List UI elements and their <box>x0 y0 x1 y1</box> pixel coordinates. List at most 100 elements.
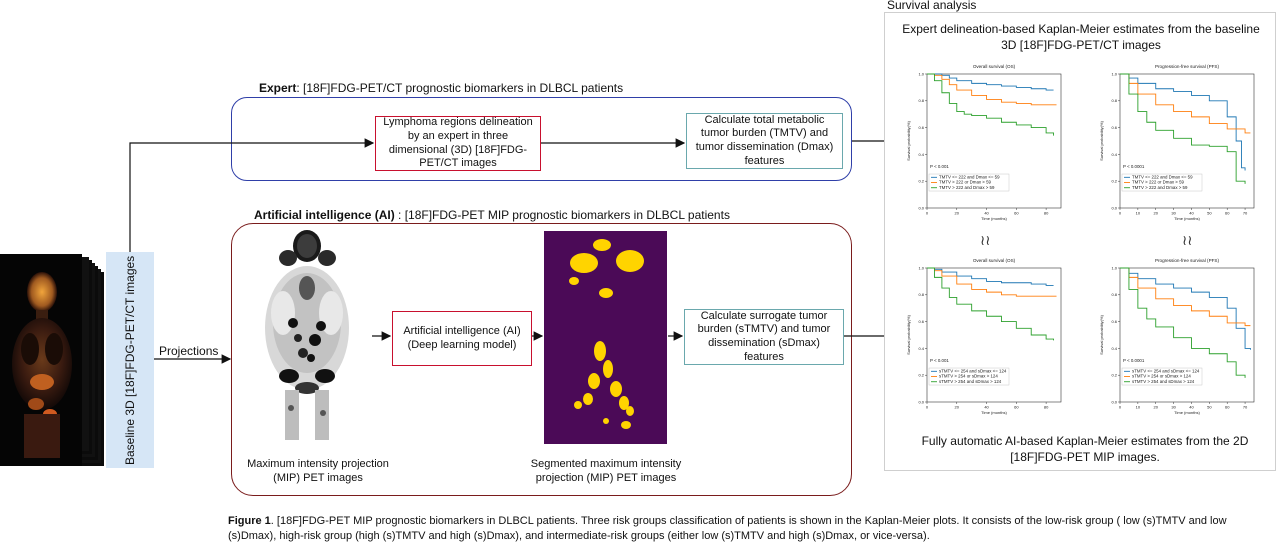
km-legend-label: TMTV > 222 and Dmax > 59 <box>939 185 995 190</box>
km-xtick-label: 50 <box>1207 405 1212 410</box>
km-ytick-label: 0.0 <box>918 399 924 404</box>
km-break-left: ≀≀ <box>980 232 991 248</box>
km-series-line <box>1120 267 1251 350</box>
km-xtick-label: 20 <box>1154 405 1159 410</box>
km-pvalue: P < 0.001 <box>930 164 949 169</box>
km-series-line <box>1120 73 1246 184</box>
km-ytick-label: 0.2 <box>1111 373 1117 378</box>
ai-title-rest: : [18F]FDG-PET MIP prognostic biomarkers… <box>394 208 730 222</box>
km-ytick-label: 0.8 <box>918 98 924 103</box>
km-xtick-label: 0 <box>1119 211 1122 216</box>
km-ytick-label: 1.0 <box>918 71 924 76</box>
km-xtick-label: 10 <box>1136 405 1141 410</box>
km-xtick-label: 40 <box>984 405 989 410</box>
km-xtick-label: 0 <box>926 405 929 410</box>
expert-pipeline-title: Expert: [18F]FDG-PET/CT prognostic bioma… <box>259 81 623 95</box>
km-xtick-label: 60 <box>1225 405 1230 410</box>
km-title: Progression-free survival (PFS) <box>1155 64 1220 69</box>
km-xtick-label: 40 <box>984 211 989 216</box>
km-legend-label: TMTV > 222 or Dmax > 59 <box>1132 180 1185 185</box>
segmented-mip-image <box>544 231 667 444</box>
ct-stack-graphic <box>0 254 104 466</box>
km-ytick-label: 0.6 <box>1111 319 1117 324</box>
km-legend-box <box>1121 173 1203 192</box>
expert-title-rest: : [18F]FDG-PET/CT prognostic biomarkers … <box>296 81 624 95</box>
segmented-caption: Segmented maximum intensity projection (… <box>530 458 682 485</box>
km-xtick-label: 30 <box>1171 211 1176 216</box>
km-ylabel: Survival probability(%) <box>1099 314 1104 354</box>
km-legend-label: sTMTV <= 254 and sDmax <= 124 <box>939 369 1007 374</box>
km-ytick-label: 0.8 <box>1111 98 1117 103</box>
km-xtick-label: 10 <box>1136 211 1141 216</box>
km-pfs-ai: Progression-free survival (PFS) 0.0 0.2 0.4… <box>1088 254 1263 427</box>
km-axes-frame <box>1119 267 1255 403</box>
km-xlabel: Time (months) <box>1174 410 1200 415</box>
km-xtick-label: 40 <box>1189 211 1194 216</box>
survival-header: Survival analysis <box>887 0 977 12</box>
km-series-line <box>927 73 1055 136</box>
survival-panel <box>884 12 1276 471</box>
km-ytick-label: 0.6 <box>1111 125 1117 130</box>
ai-pipeline-title: Artificial intelligence (AI) : [18F]FDG-… <box>254 208 730 222</box>
mip-pet-image <box>253 228 361 448</box>
segmented-graphic <box>569 239 644 429</box>
km-legend-box <box>928 173 1010 192</box>
km-legend-label: sTMTV > 254 and sDmax > 124 <box>939 379 1002 384</box>
km-series-line <box>1120 73 1251 134</box>
km-pvalue: P < 0.0001 <box>1123 358 1145 363</box>
km-series-line <box>1120 267 1246 378</box>
km-ytick-label: 0.0 <box>918 205 924 210</box>
km-ytick-label: 0.4 <box>918 346 924 351</box>
km-legend-label: sTMTV > 254 and sDmax > 124 <box>1132 379 1195 384</box>
km-series-line <box>927 267 1054 286</box>
ct-image-stack <box>0 254 110 468</box>
km-ytick-label: 0.4 <box>918 152 924 157</box>
km-xtick-label: 20 <box>1154 211 1159 216</box>
km-xtick-label: 70 <box>1243 405 1248 410</box>
expert-feature-box: Calculate total metabolic tumor burden (… <box>686 113 843 169</box>
km-legend-label: sTMTV > 254 or sDmax > 124 <box>939 374 998 379</box>
km-os-ai-plot: Overall survival (OS)0.00.20.40.60.81.00… <box>906 258 1062 415</box>
km-xtick-label: 30 <box>1171 405 1176 410</box>
km-pfs-ai-plot: Progression-free survival (PFS) 0.0 0.2 0.4… <box>1099 258 1255 415</box>
km-break-right: ≀≀ <box>1182 232 1193 248</box>
km-xtick-label: 70 <box>1243 211 1248 216</box>
km-series-line <box>927 73 1054 91</box>
km-series-line <box>927 267 1057 297</box>
km-ylabel: Survival probability(%) <box>1099 120 1104 160</box>
ai-model-box: Artificial intelligence (AI) (Deep learn… <box>392 311 532 366</box>
km-ytick-label: 0.6 <box>918 319 924 324</box>
km-ytick-label: 1.0 <box>918 265 924 270</box>
figure-caption-text: . [18F]FDG-PET MIP prognostic biomarkers… <box>228 515 1227 542</box>
km-legend-box <box>1121 367 1203 386</box>
km-axes-frame <box>926 73 1062 209</box>
km-ytick-label: 0.4 <box>1111 346 1117 351</box>
km-pvalue: P < 0.0001 <box>1123 164 1145 169</box>
km-series-line <box>927 267 1055 341</box>
km-xtick-label: 0 <box>926 211 929 216</box>
km-top-caption: Expert delineation-based Kaplan-Meier es… <box>902 22 1260 52</box>
km-legend-label: TMTV > 222 and Dmax > 59 <box>1132 185 1188 190</box>
km-ytick-label: 0.8 <box>918 292 924 297</box>
km-ylabel: Survival probability(%) <box>906 120 911 160</box>
km-legend-label: TMTV <= 222 and Dmax <= 59 <box>1132 175 1193 180</box>
km-xtick-label: 20 <box>955 211 960 216</box>
figure-caption: Figure 1. [18F]FDG-PET MIP prognostic bi… <box>228 514 1268 544</box>
km-ylabel: Survival probability(%) <box>906 314 911 354</box>
km-series-line <box>1120 73 1246 171</box>
km-series-line <box>1120 267 1251 327</box>
km-ytick-label: 0.4 <box>1111 152 1117 157</box>
km-ytick-label: 0.2 <box>918 179 924 184</box>
km-ytick-label: 0.8 <box>1111 292 1117 297</box>
expert-title-bold: Expert <box>259 81 297 95</box>
km-xtick-label: 40 <box>1189 405 1194 410</box>
km-ytick-label: 1.0 <box>1111 71 1117 76</box>
km-legend-label: TMTV > 222 or Dmax > 59 <box>939 180 992 185</box>
km-xtick-label: 50 <box>1207 211 1212 216</box>
km-xtick-label: 80 <box>1044 211 1049 216</box>
km-ytick-label: 0.0 <box>1111 399 1117 404</box>
km-title: Progression-free survival (PFS) <box>1155 258 1220 263</box>
km-title: Overall survival (OS) <box>973 64 1016 69</box>
km-xlabel: Time (months) <box>981 216 1007 221</box>
